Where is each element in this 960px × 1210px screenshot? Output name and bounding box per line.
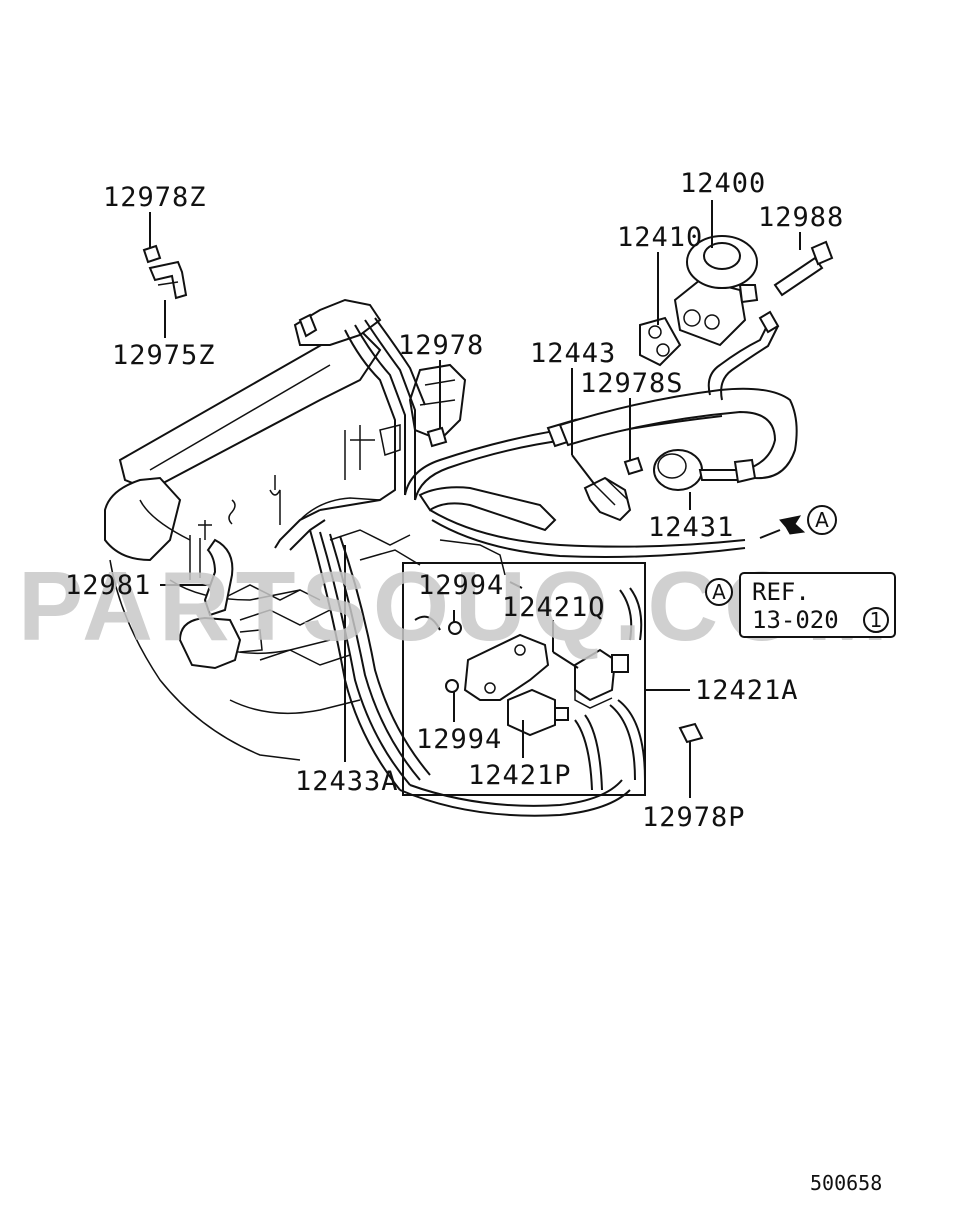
engine-drawing [104,298,506,761]
label-12978S[interactable]: 12978S [580,368,684,399]
label-12994-bottom[interactable]: 12994 [416,724,502,755]
label-12978[interactable]: 12978 [398,330,484,361]
bolt-12978 [426,426,448,448]
label-12421A[interactable]: 12421A [695,675,799,706]
ref-box-circled-num: 1 [870,608,883,632]
ref-box-marker: A [712,580,726,604]
bolt-12978S [623,456,644,476]
label-12431[interactable]: 12431 [648,512,734,543]
nut-12994b [445,679,459,693]
label-12994-top[interactable]: 12994 [418,570,504,601]
label-12981[interactable]: 12981 [65,570,151,601]
label-12421Q[interactable]: 12421Q [502,592,606,623]
ref-marker-a[interactable]: A [807,505,837,535]
label-12978Z[interactable]: 12978Z [103,182,207,213]
bracket-plate [463,633,550,701]
bracket-12443 [583,476,632,522]
label-12410[interactable]: 12410 [617,222,703,253]
label-12443[interactable]: 12443 [530,338,616,369]
ref-box[interactable]: A REF. 13-020 1 [705,572,896,638]
part-labels: 12978Z 12975Z 12978 12400 12988 12410 12… [65,168,844,833]
label-12975Z[interactable]: 12975Z [112,340,216,371]
ref-box-line1: REF. [752,578,810,606]
ref-box-line2: 13-020 [752,606,839,634]
solenoid-12421Q [574,648,629,709]
bolt-12988 [773,240,834,297]
bolt-12978P [678,722,704,744]
ref-marker-letter: A [815,508,829,532]
egr-valve-12400 [673,235,759,347]
bolt-12978Z [142,244,162,264]
diagram-id: 500658 [810,1171,882,1195]
label-12400[interactable]: 12400 [680,168,766,199]
bracket-12975Z [148,260,188,300]
label-12988[interactable]: 12988 [758,202,844,233]
gasket-12410 [639,316,682,367]
label-12978P[interactable]: 12978P [642,802,746,833]
actuator-12431 [653,449,757,491]
solenoid-12421P [507,688,569,737]
label-12421P[interactable]: 12421P [468,760,572,791]
subassembly-box [402,562,646,796]
label-12433A[interactable]: 12433A [295,766,399,797]
leader-lines [149,200,801,798]
arrow-to-ref-icon [779,515,806,535]
